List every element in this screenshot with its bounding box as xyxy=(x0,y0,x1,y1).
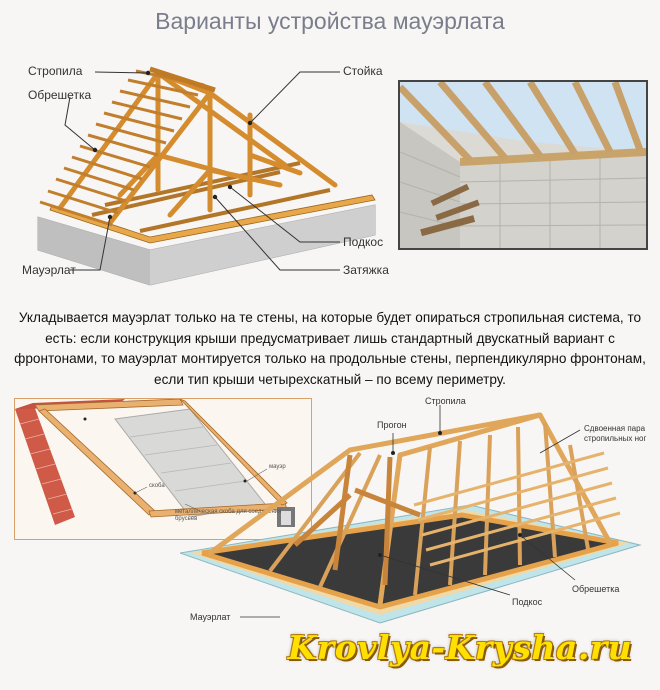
description-paragraph: Укладывается мауэрлат только на те стены… xyxy=(14,310,646,387)
label-purlin: Прогон xyxy=(377,420,407,430)
label-brace: Подкос xyxy=(343,235,384,249)
label-double-pair: Сдвоенная пара стропильных ног xyxy=(584,424,647,443)
label-tie: Затяжка xyxy=(343,263,389,277)
page-title: Варианты устройства мауэрлата xyxy=(155,8,505,34)
hip-roof-diagram xyxy=(180,405,642,624)
attic-photo xyxy=(398,80,648,250)
label-mauerlat: Мауэрлат xyxy=(22,263,76,277)
label-post: Стойка xyxy=(343,64,383,78)
inset-label-metal-bracket: металлическая скоба для соединения брусь… xyxy=(175,509,282,522)
label-rafters: Стропила xyxy=(28,64,83,78)
label-lathing: Обрешетка xyxy=(28,88,92,102)
label-hip-brace: Подкос xyxy=(512,597,543,607)
inset-label-bracket: скоба xyxy=(149,483,165,489)
label-hip-rafters: Стропила xyxy=(425,396,466,406)
label-hip-lathing: Обрешетка xyxy=(572,584,620,594)
label-hip-mauerlat: Мауэрлат xyxy=(190,612,231,622)
inset-label-mauer: мауэр xyxy=(269,464,286,470)
site-watermark: Krovlya-Krysha.ru xyxy=(287,628,633,667)
gable-roof-diagram xyxy=(37,66,376,286)
